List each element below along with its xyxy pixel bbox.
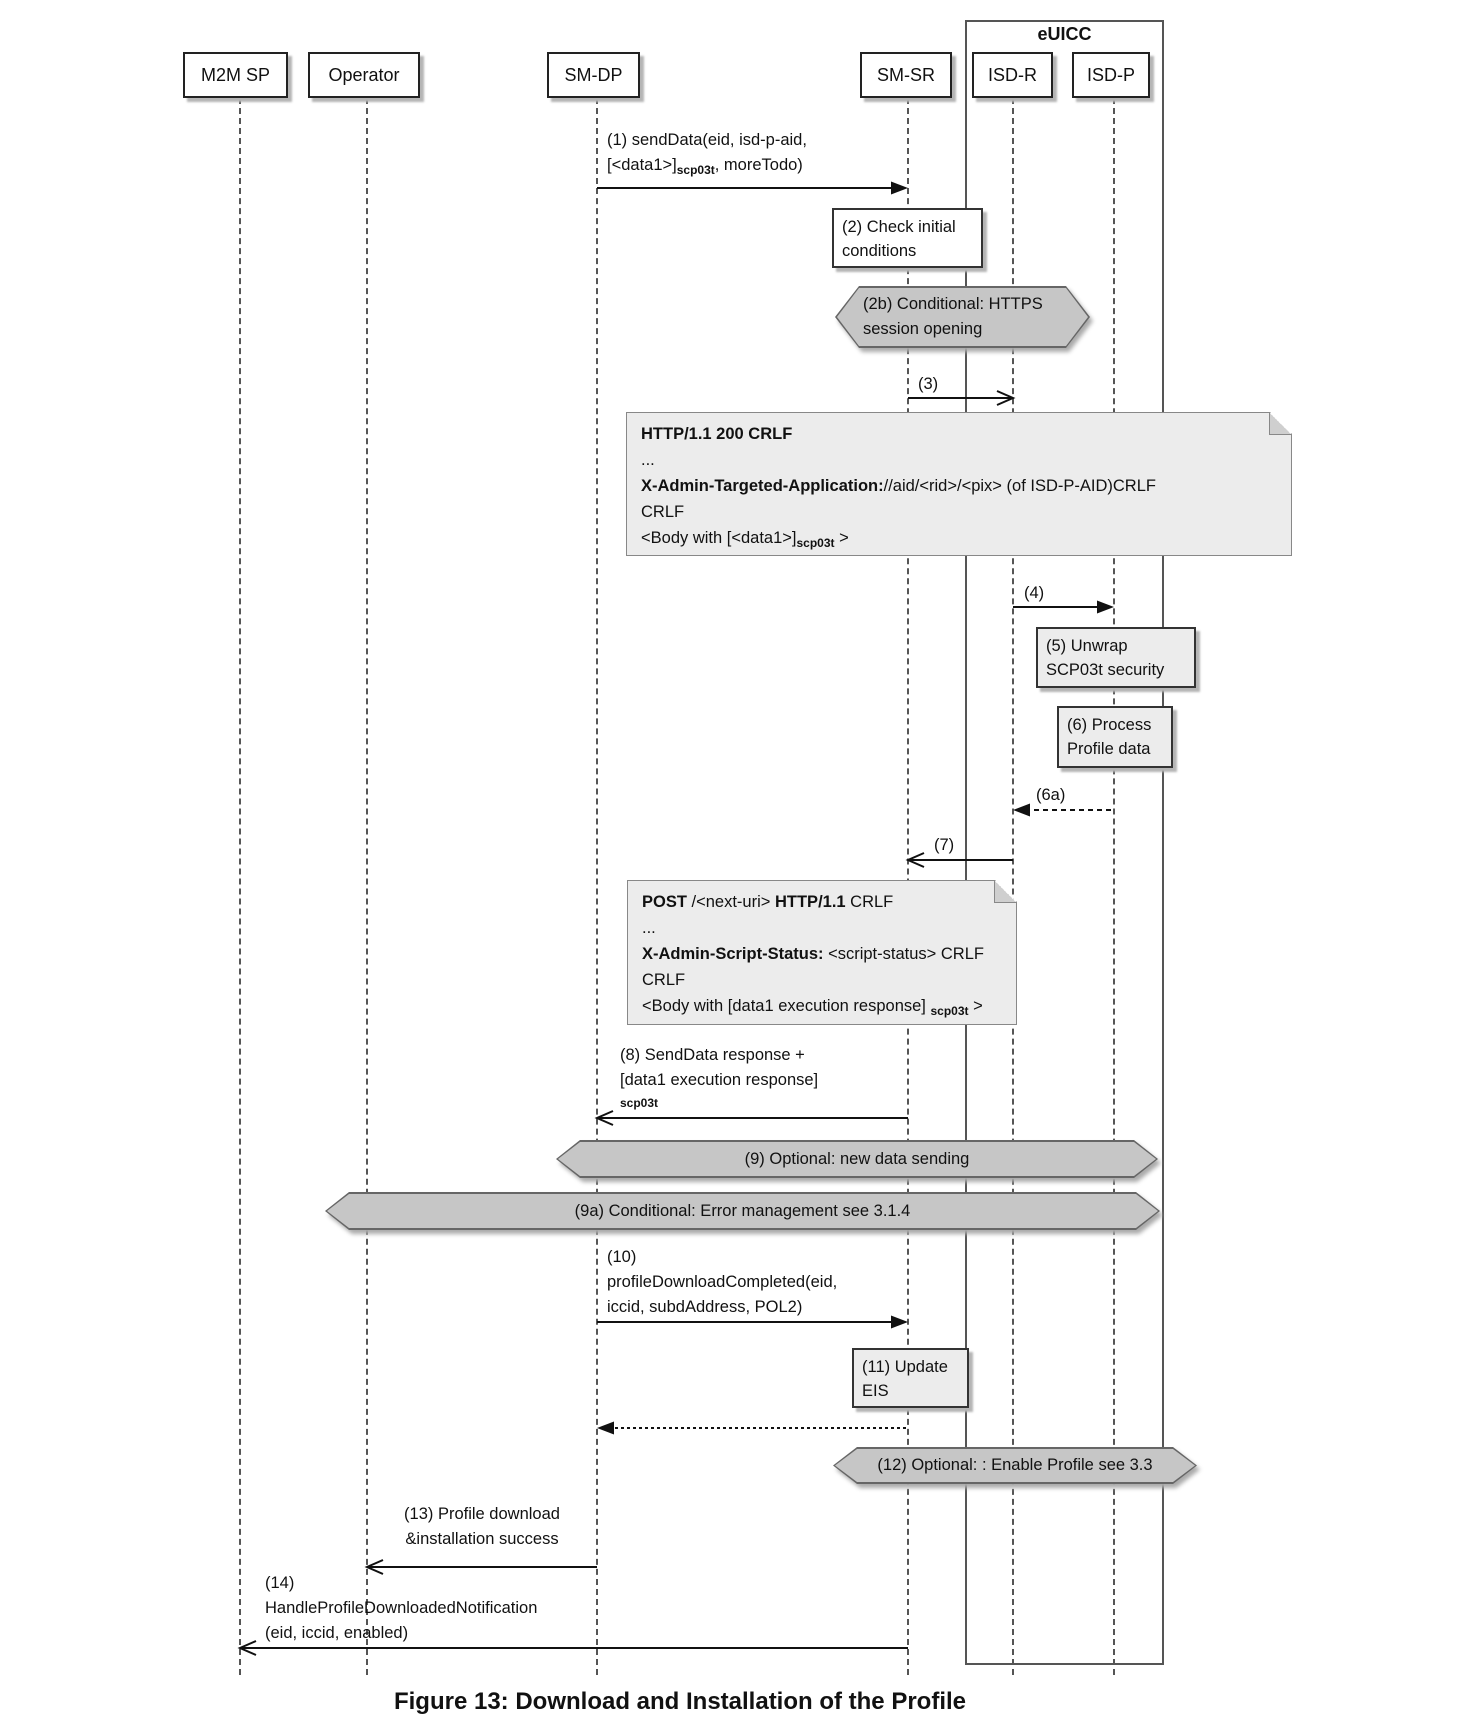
note-2-check-conditions: (2) Check initial conditions — [832, 208, 983, 268]
message-8-line2: [data1 execution response] — [620, 1071, 819, 1089]
message-6a-arrow — [1013, 803, 1114, 817]
note-fold-corner — [1269, 413, 1291, 435]
note-5-line1: (5) Unwrap — [1046, 637, 1128, 655]
figure-caption: Figure 13: Download and Installation of … — [393, 1688, 967, 1715]
hexagon-12-enable-profile: (12) Optional: : Enable Profile see 3.3 — [833, 1447, 1197, 1484]
message-10-line2: profileDownloadCompleted(eid, — [607, 1273, 838, 1291]
message-4-arrow — [1013, 600, 1114, 614]
participant-isd-p: ISD-P — [1072, 52, 1150, 98]
hexagon-9a-label: (9a) Conditional: Error management see 3… — [574, 1201, 911, 1220]
frame-euicc-label: eUICC — [1037, 24, 1092, 44]
message-10-line1: (10) — [607, 1248, 637, 1266]
participant-sm-sr: SM-SR — [860, 52, 952, 98]
participant-isd-r: ISD-R — [972, 52, 1053, 98]
message-8-label: (8) SendData response + [data1 execution… — [620, 1043, 818, 1113]
participant-m2m-sp: M2M SP — [183, 52, 288, 98]
participant-m2m-sp-label: M2M SP — [200, 64, 270, 85]
message-7-arrow — [905, 852, 1013, 868]
lifeline-m2m-sp — [239, 98, 241, 1675]
note-2-line2: conditions — [842, 242, 917, 260]
message-10-line3: iccid, subdAddress, POL2) — [607, 1298, 803, 1316]
message-8-line1: (8) SendData response + — [620, 1046, 805, 1064]
note-11-line1: (11) Update — [862, 1358, 948, 1376]
frame-euicc — [965, 20, 1164, 1665]
hexagon-2b-line1: (2b) Conditional: HTTPS — [863, 295, 1043, 313]
bignote2-line4: CRLF — [642, 971, 686, 989]
bignote1-line3: X-Admin-Targeted-Application://aid/<rid>… — [641, 477, 1156, 495]
message-1-arrow — [597, 181, 908, 195]
bignote2-line1: POST /<next-uri> HTTP/1.1 CRLF — [642, 893, 894, 911]
hexagon-9-new-data-sending: (9) Optional: new data sending — [556, 1140, 1158, 1178]
participant-sm-sr-label: SM-SR — [877, 64, 935, 85]
message-14-label: (14) HandleProfileDownloadedNotification… — [265, 1571, 537, 1646]
message-1-line2: [<data1>]scp03t, moreTodo) — [607, 156, 803, 177]
participant-sm-dp: SM-DP — [547, 52, 640, 98]
note-5-line2: SCP03t security — [1046, 661, 1165, 679]
message-8-arrow — [594, 1110, 908, 1126]
bignote2-line5: <Body with [data1 execution response] sc… — [642, 997, 983, 1018]
message-3-arrow — [908, 390, 1016, 406]
message-1-line1: (1) sendData(eid, isd-p-aid, — [607, 131, 807, 149]
message-13-line1: (13) Profile download — [404, 1505, 560, 1523]
message-14-arrow — [237, 1640, 908, 1656]
note-6-line2: Profile data — [1067, 740, 1151, 758]
message-6a-label: (6a) — [1036, 786, 1066, 804]
hexagon-2b-https-session: (2b) Conditional: HTTPS session opening — [835, 286, 1090, 348]
big-note-post-request: POST /<next-uri> HTTP/1.1 CRLF ... X-Adm… — [627, 880, 1017, 1025]
message-10-arrow — [597, 1315, 908, 1329]
bignote1-line5: <Body with [<data1>]scp03t > — [641, 529, 849, 550]
note-6-process-profile: (6) Process Profile data — [1057, 706, 1173, 768]
message-3-label: (3) — [918, 375, 939, 393]
message-13-label: (13) Profile download &installation succ… — [367, 1502, 597, 1552]
big-note-http-response: HTTP/1.1 200 CRLF ... X-Admin-Targeted-A… — [626, 412, 1292, 556]
bignote2-line2: ... — [642, 919, 656, 937]
hexagon-2b-line2: session opening — [863, 320, 983, 338]
lifeline-sm-dp — [596, 98, 598, 1675]
message-13-line2: &installation success — [405, 1530, 559, 1548]
message-7-label: (7) — [934, 836, 955, 854]
lifeline-isd-p — [1113, 98, 1115, 1675]
message-1-label: (1) sendData(eid, isd-p-aid, [<data1>]sc… — [607, 128, 807, 183]
note-11-update-eis: (11) Update EIS — [852, 1348, 969, 1408]
participant-isd-r-label: ISD-R — [988, 64, 1037, 85]
bignote1-line1: HTTP/1.1 200 CRLF — [641, 425, 793, 443]
message-11-response-arrow — [597, 1421, 908, 1435]
bignote2-line3: X-Admin-Script-Status: <script-status> C… — [642, 945, 984, 963]
note-5-unwrap-scp03t: (5) Unwrap SCP03t security — [1036, 627, 1196, 688]
message-14-line1: (14) — [265, 1574, 295, 1592]
participant-operator-label: Operator — [328, 64, 400, 85]
participant-sm-dp-label: SM-DP — [564, 64, 623, 85]
note-6-line1: (6) Process — [1067, 716, 1152, 734]
message-10-label: (10) profileDownloadCompleted(eid, iccid… — [607, 1245, 837, 1320]
message-8-line3: scp03t — [620, 1096, 659, 1110]
hexagon-9a-error-management: (9a) Conditional: Error management see 3… — [325, 1192, 1160, 1230]
participant-operator: Operator — [308, 52, 420, 98]
message-14-line2: HandleProfileDownloadedNotification — [265, 1599, 538, 1617]
lifeline-isd-r — [1012, 98, 1014, 1675]
hexagon-9-label: (9) Optional: new data sending — [744, 1149, 970, 1168]
message-13-arrow — [364, 1559, 597, 1575]
participant-isd-p-label: ISD-P — [1086, 64, 1135, 85]
message-14-line3: (eid, iccid, enabled) — [265, 1624, 409, 1642]
scp03t-subscript: scp03t — [930, 1004, 969, 1018]
message-4-label: (4) — [1024, 584, 1045, 602]
note-2-line1: (2) Check initial — [842, 218, 956, 236]
hexagon-12-label: (12) Optional: : Enable Profile see 3.3 — [877, 1456, 1153, 1474]
scp03t-subscript: scp03t — [796, 536, 835, 550]
bignote1-line4: CRLF — [641, 503, 685, 521]
bignote1-line2: ... — [641, 451, 655, 469]
note-11-line2: EIS — [862, 1382, 889, 1400]
scp03t-subscript: scp03t — [676, 163, 715, 177]
lifeline-operator — [366, 98, 368, 1675]
